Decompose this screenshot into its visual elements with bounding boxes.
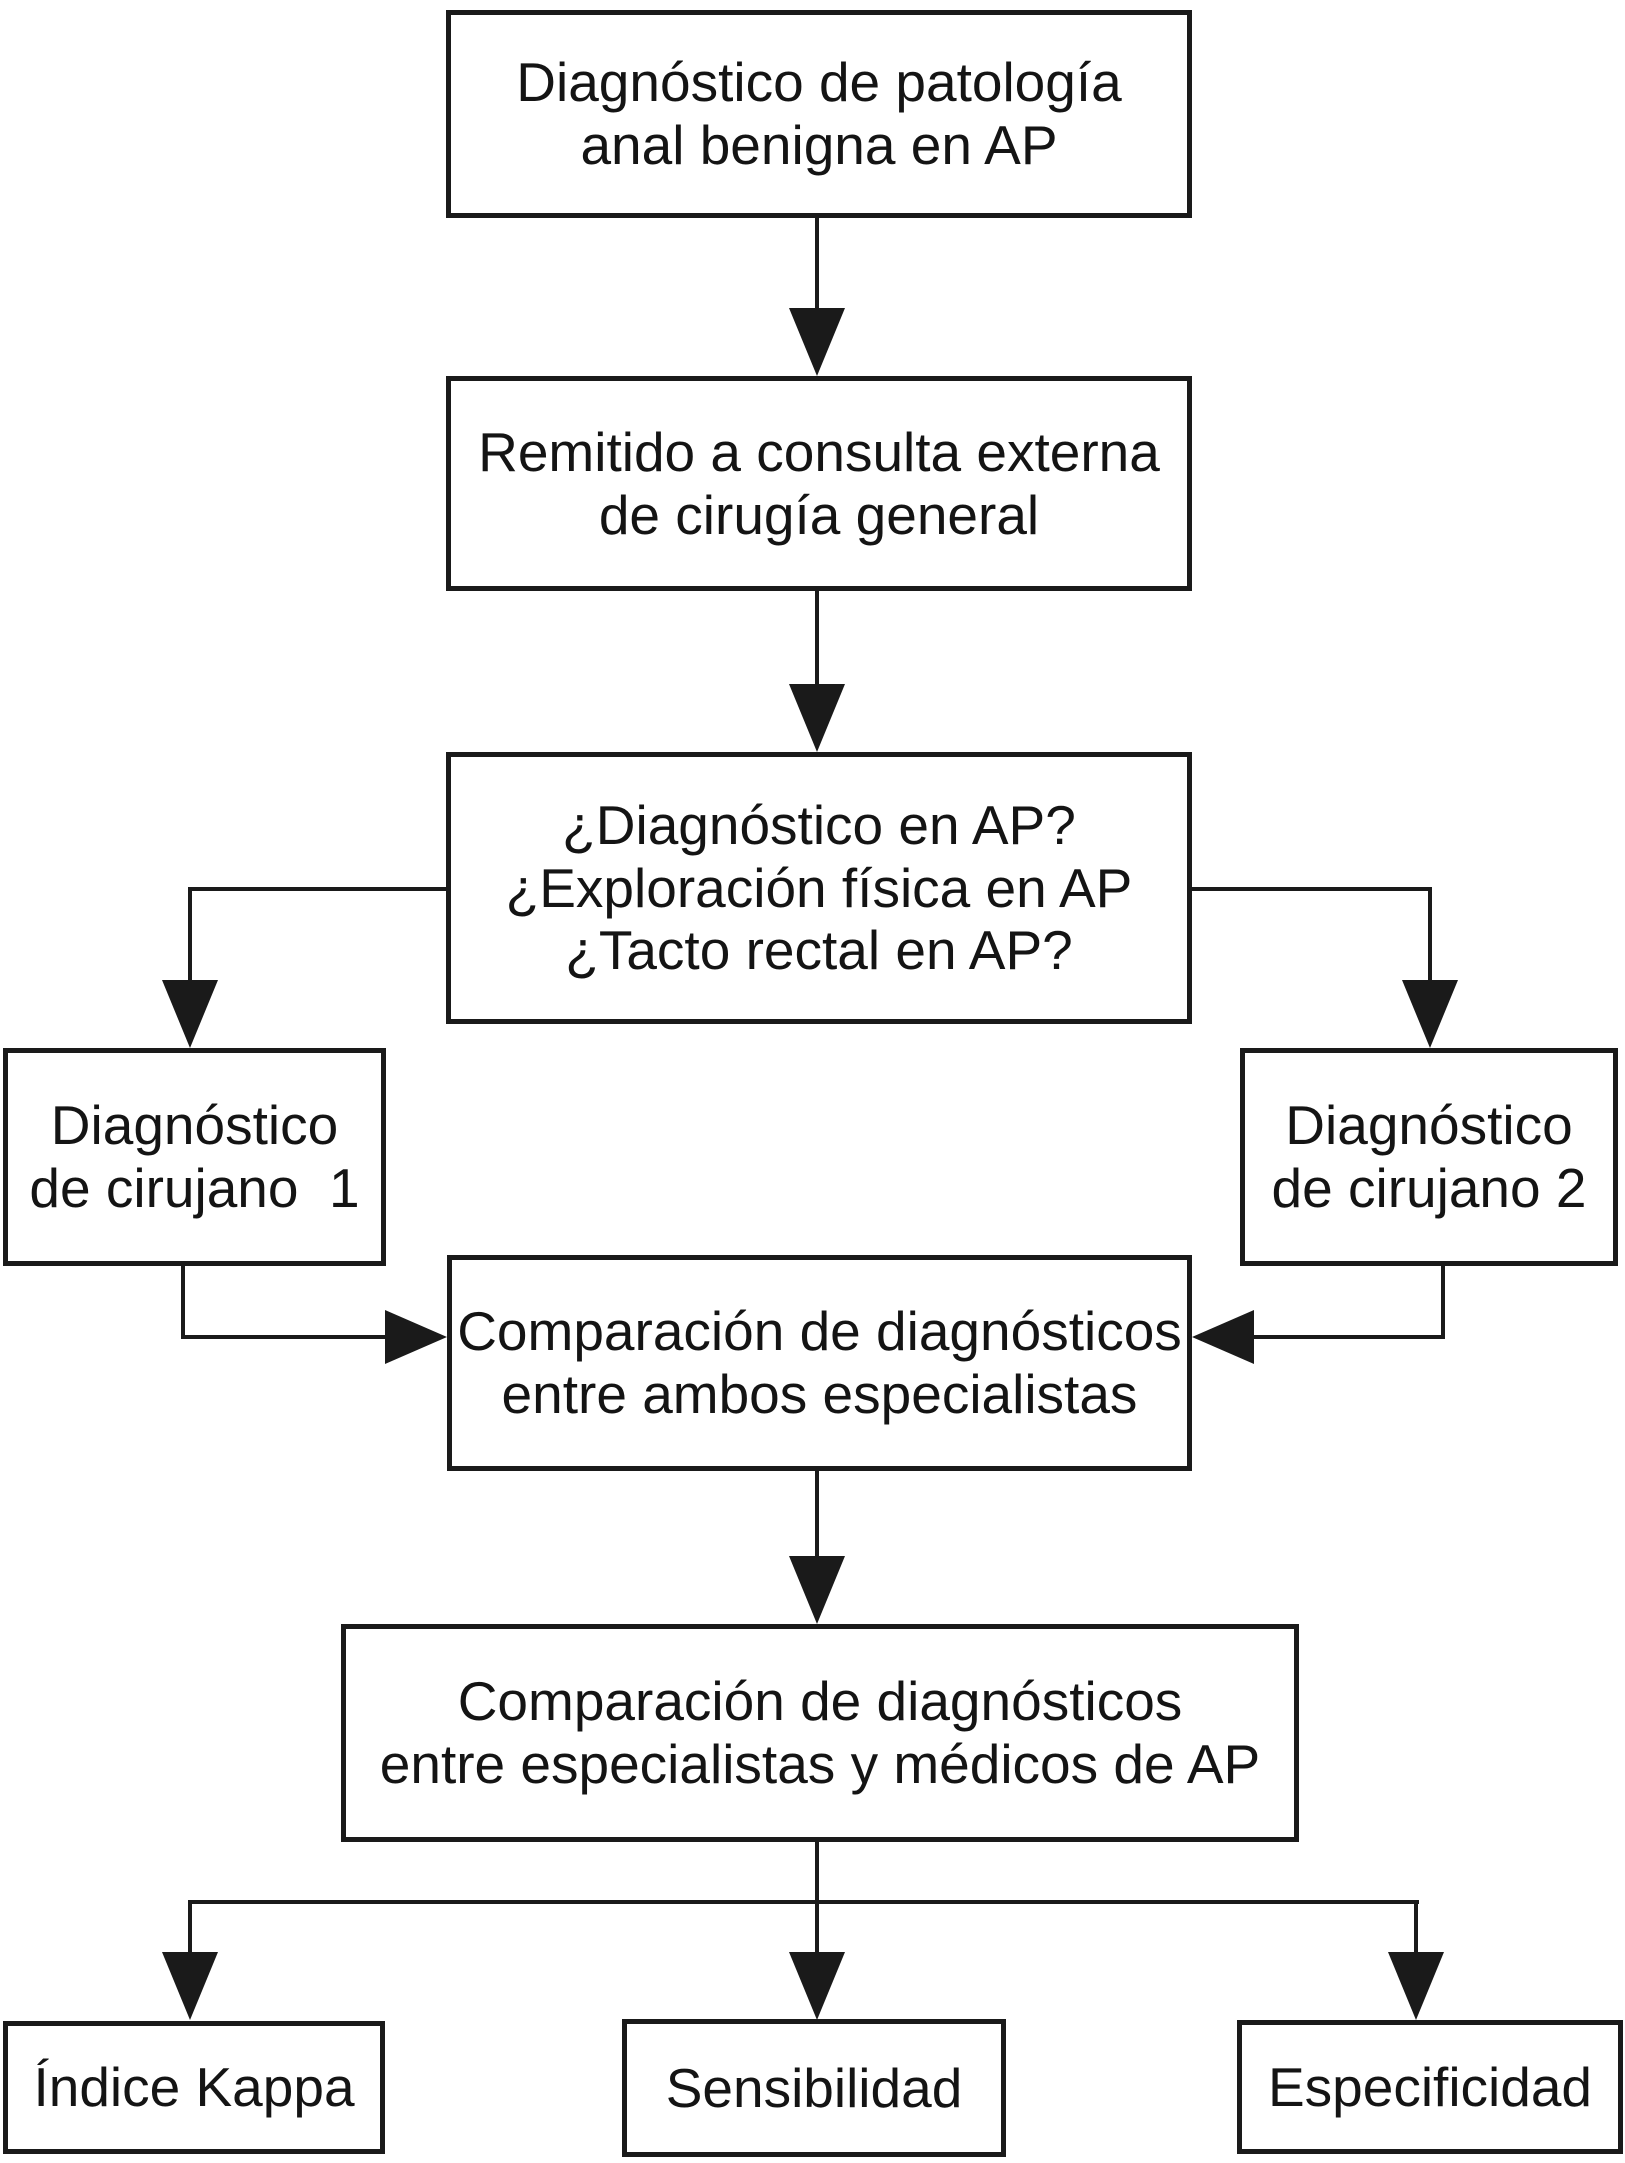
node-especificidad: Especificidad (1237, 2020, 1623, 2154)
node-label-line: ¿Exploración física en AP (505, 856, 1133, 919)
connector-line (188, 1900, 1419, 1904)
connector-line (188, 1900, 192, 1952)
arrowhead-down-icon (789, 308, 845, 376)
node-comparacion-ap: Comparación de diagnósticos entre especi… (341, 1624, 1299, 1842)
node-label-line: Especificidad (1267, 2055, 1593, 2118)
node-label-line: Comparación de diagnósticos (457, 1300, 1182, 1363)
node-remitido-consulta: Remitido a consulta externa de cirugía g… (446, 376, 1192, 591)
arrowhead-down-icon (789, 1952, 845, 2020)
node-label-line: Diagnóstico (50, 1094, 339, 1157)
connector-line (1254, 1335, 1445, 1339)
arrowhead-down-icon (1402, 980, 1458, 1048)
connector-line (1192, 887, 1432, 891)
node-label-line: entre especialistas y médicos de AP (379, 1733, 1261, 1795)
connector-line (188, 887, 192, 980)
node-diagnostico-cirujano-1: Diagnóstico de cirujano 1 (3, 1048, 386, 1266)
node-label-line: Remitido a consulta externa (478, 420, 1160, 483)
node-sensibilidad: Sensibilidad (622, 2019, 1006, 2157)
connector-line (815, 1471, 819, 1558)
node-label-line: de cirujano 2 (1271, 1157, 1587, 1219)
arrowhead-down-icon (789, 1556, 845, 1624)
connector-line (1414, 1900, 1418, 1952)
connector-line (815, 591, 819, 684)
node-diagnostico-patologia: Diagnóstico de patología anal benigna en… (446, 10, 1192, 218)
arrowhead-left-icon (1192, 1310, 1254, 1364)
connector-line (181, 1335, 385, 1339)
node-label-line: de cirujano 1 (29, 1157, 360, 1219)
node-label-line: de cirugía general (598, 483, 1040, 546)
node-comparacion-ambos: Comparación de diagnósticos entre ambos … (447, 1255, 1192, 1471)
connector-line (815, 218, 819, 312)
arrowhead-down-icon (789, 684, 845, 752)
arrowhead-down-icon (162, 980, 218, 1048)
arrowhead-down-icon (1388, 1952, 1444, 2020)
node-indice-kappa: Índice Kappa (3, 2021, 385, 2154)
node-label-line: ¿Tacto rectal en AP? (565, 919, 1073, 982)
node-label-line: Diagnóstico (1285, 1094, 1573, 1157)
connector-line (1428, 887, 1432, 980)
node-label-line: Comparación de diagnósticos (457, 1670, 1183, 1733)
node-label-line: entre ambos especialistas (501, 1363, 1138, 1425)
node-label-line: Índice Kappa (33, 2056, 355, 2119)
connector-line (815, 1842, 819, 1952)
node-label-line: ¿Diagnóstico en AP? (562, 793, 1076, 856)
node-label-line: anal benigna en AP (580, 114, 1058, 176)
node-preguntas-ap: ¿Diagnóstico en AP? ¿Exploración física … (446, 752, 1192, 1024)
connector-line (1441, 1266, 1445, 1339)
connector-line (188, 887, 446, 891)
arrowhead-right-icon (385, 1310, 447, 1364)
node-label-line: Diagnóstico de patología (516, 51, 1122, 114)
arrowhead-down-icon (162, 1952, 218, 2020)
connector-line (181, 1266, 185, 1339)
node-diagnostico-cirujano-2: Diagnóstico de cirujano 2 (1240, 1048, 1618, 1266)
node-label-line: Sensibilidad (665, 2056, 963, 2119)
